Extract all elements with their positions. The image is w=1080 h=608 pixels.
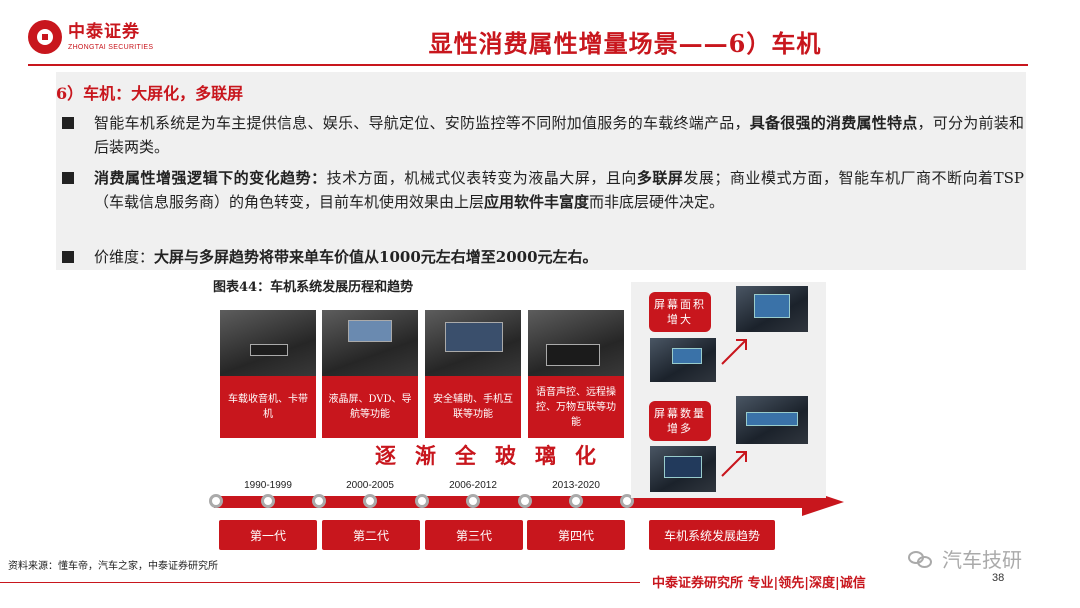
era-3-description: 安全辅助、手机互联等功能 (425, 376, 521, 438)
bullet-item: 消费属性增强逻辑下的变化趋势：技术方面，机械式仪表转变为液晶大屏，且向多联屏发展… (62, 166, 1024, 214)
era-1-photo (220, 310, 316, 382)
era-4-description: 语音声控、远程操控、万物互联等功能 (528, 376, 624, 438)
timeline-dot (261, 494, 275, 508)
timeline-dot (209, 494, 223, 508)
timeline-arrow (214, 496, 804, 508)
bullet-item: 智能车机系统是为车主提供信息、娱乐、导航定位、安防监控等不同附加值服务的车载终端… (62, 111, 1024, 159)
era-3-years: 2006-2012 (449, 480, 497, 491)
timeline-dot (620, 494, 634, 508)
era-2-description: 液晶屏、DVD、导航等功能 (322, 376, 418, 438)
generation-2-button[interactable]: 第二代 (322, 520, 420, 550)
bullet-square-icon (62, 117, 74, 129)
company-logo: 中泰证券 ZHONGTAI SECURITIES (28, 20, 153, 54)
summary-panel (56, 72, 1026, 270)
era-4-photo (528, 310, 624, 382)
footer-divider (0, 582, 640, 583)
bullet-square-icon (62, 251, 74, 263)
upward-arrow-icon (721, 339, 747, 365)
trend-button[interactable]: 车机系统发展趋势 (649, 520, 775, 550)
logo-icon (28, 20, 62, 54)
figure-caption: 图表44：车机系统发展历程和趋势 (213, 280, 414, 295)
glass-trend-label: 逐渐全玻璃化 (375, 443, 615, 468)
large-screen-photo (736, 286, 808, 332)
trend-label-screen-count: 屏幕数量增多 (649, 401, 711, 441)
timeline-dot (363, 494, 377, 508)
bullet-square-icon (62, 172, 74, 184)
header-divider (28, 64, 1028, 66)
timeline-dot (466, 494, 480, 508)
logo-english-name: ZHONGTAI SECURITIES (68, 43, 154, 51)
timeline-dot (569, 494, 583, 508)
timeline-dot (518, 494, 532, 508)
section-heading: 6）车机：大屏化，多联屏 (56, 84, 244, 103)
infotainment-photo (650, 446, 716, 492)
wechat-icon (908, 549, 934, 569)
trend-label-screen-size: 屏幕面积增大 (649, 292, 711, 332)
era-1-years: 1990-1999 (244, 480, 292, 491)
source-note: 资料来源：懂车帝，汽车之家，中泰证券研究所 (8, 561, 218, 572)
era-3-photo (425, 310, 521, 382)
driver-screen-photo (650, 338, 716, 382)
timeline-dot (312, 494, 326, 508)
footer-institute: 中泰证券研究所 专业|领先|深度|诚信 (652, 576, 866, 591)
timeline-dot (415, 494, 429, 508)
logo-name: 中泰证券 (68, 21, 140, 42)
generation-4-button[interactable]: 第四代 (527, 520, 625, 550)
era-4-years: 2013-2020 (552, 480, 600, 491)
generation-1-button[interactable]: 第一代 (219, 520, 317, 550)
page-number: 38 (992, 572, 1005, 584)
upward-arrow-icon (721, 451, 747, 477)
bullet-item: 价维度：大屏与多屏趋势将带来单车价值从1000元左右增至2000元左右。 (62, 245, 1024, 269)
page-title: 显性消费属性增量场景——6）车机 (428, 29, 822, 58)
era-2-years: 2000-2005 (346, 480, 394, 491)
era-2-photo (322, 310, 418, 382)
multi-screen-photo (736, 396, 808, 444)
watermark-text: 汽车技研 (942, 548, 1022, 572)
generation-3-button[interactable]: 第三代 (425, 520, 523, 550)
watermark: 汽车技研 (908, 544, 1022, 573)
era-1-description: 车载收音机、卡带机 (220, 376, 316, 438)
